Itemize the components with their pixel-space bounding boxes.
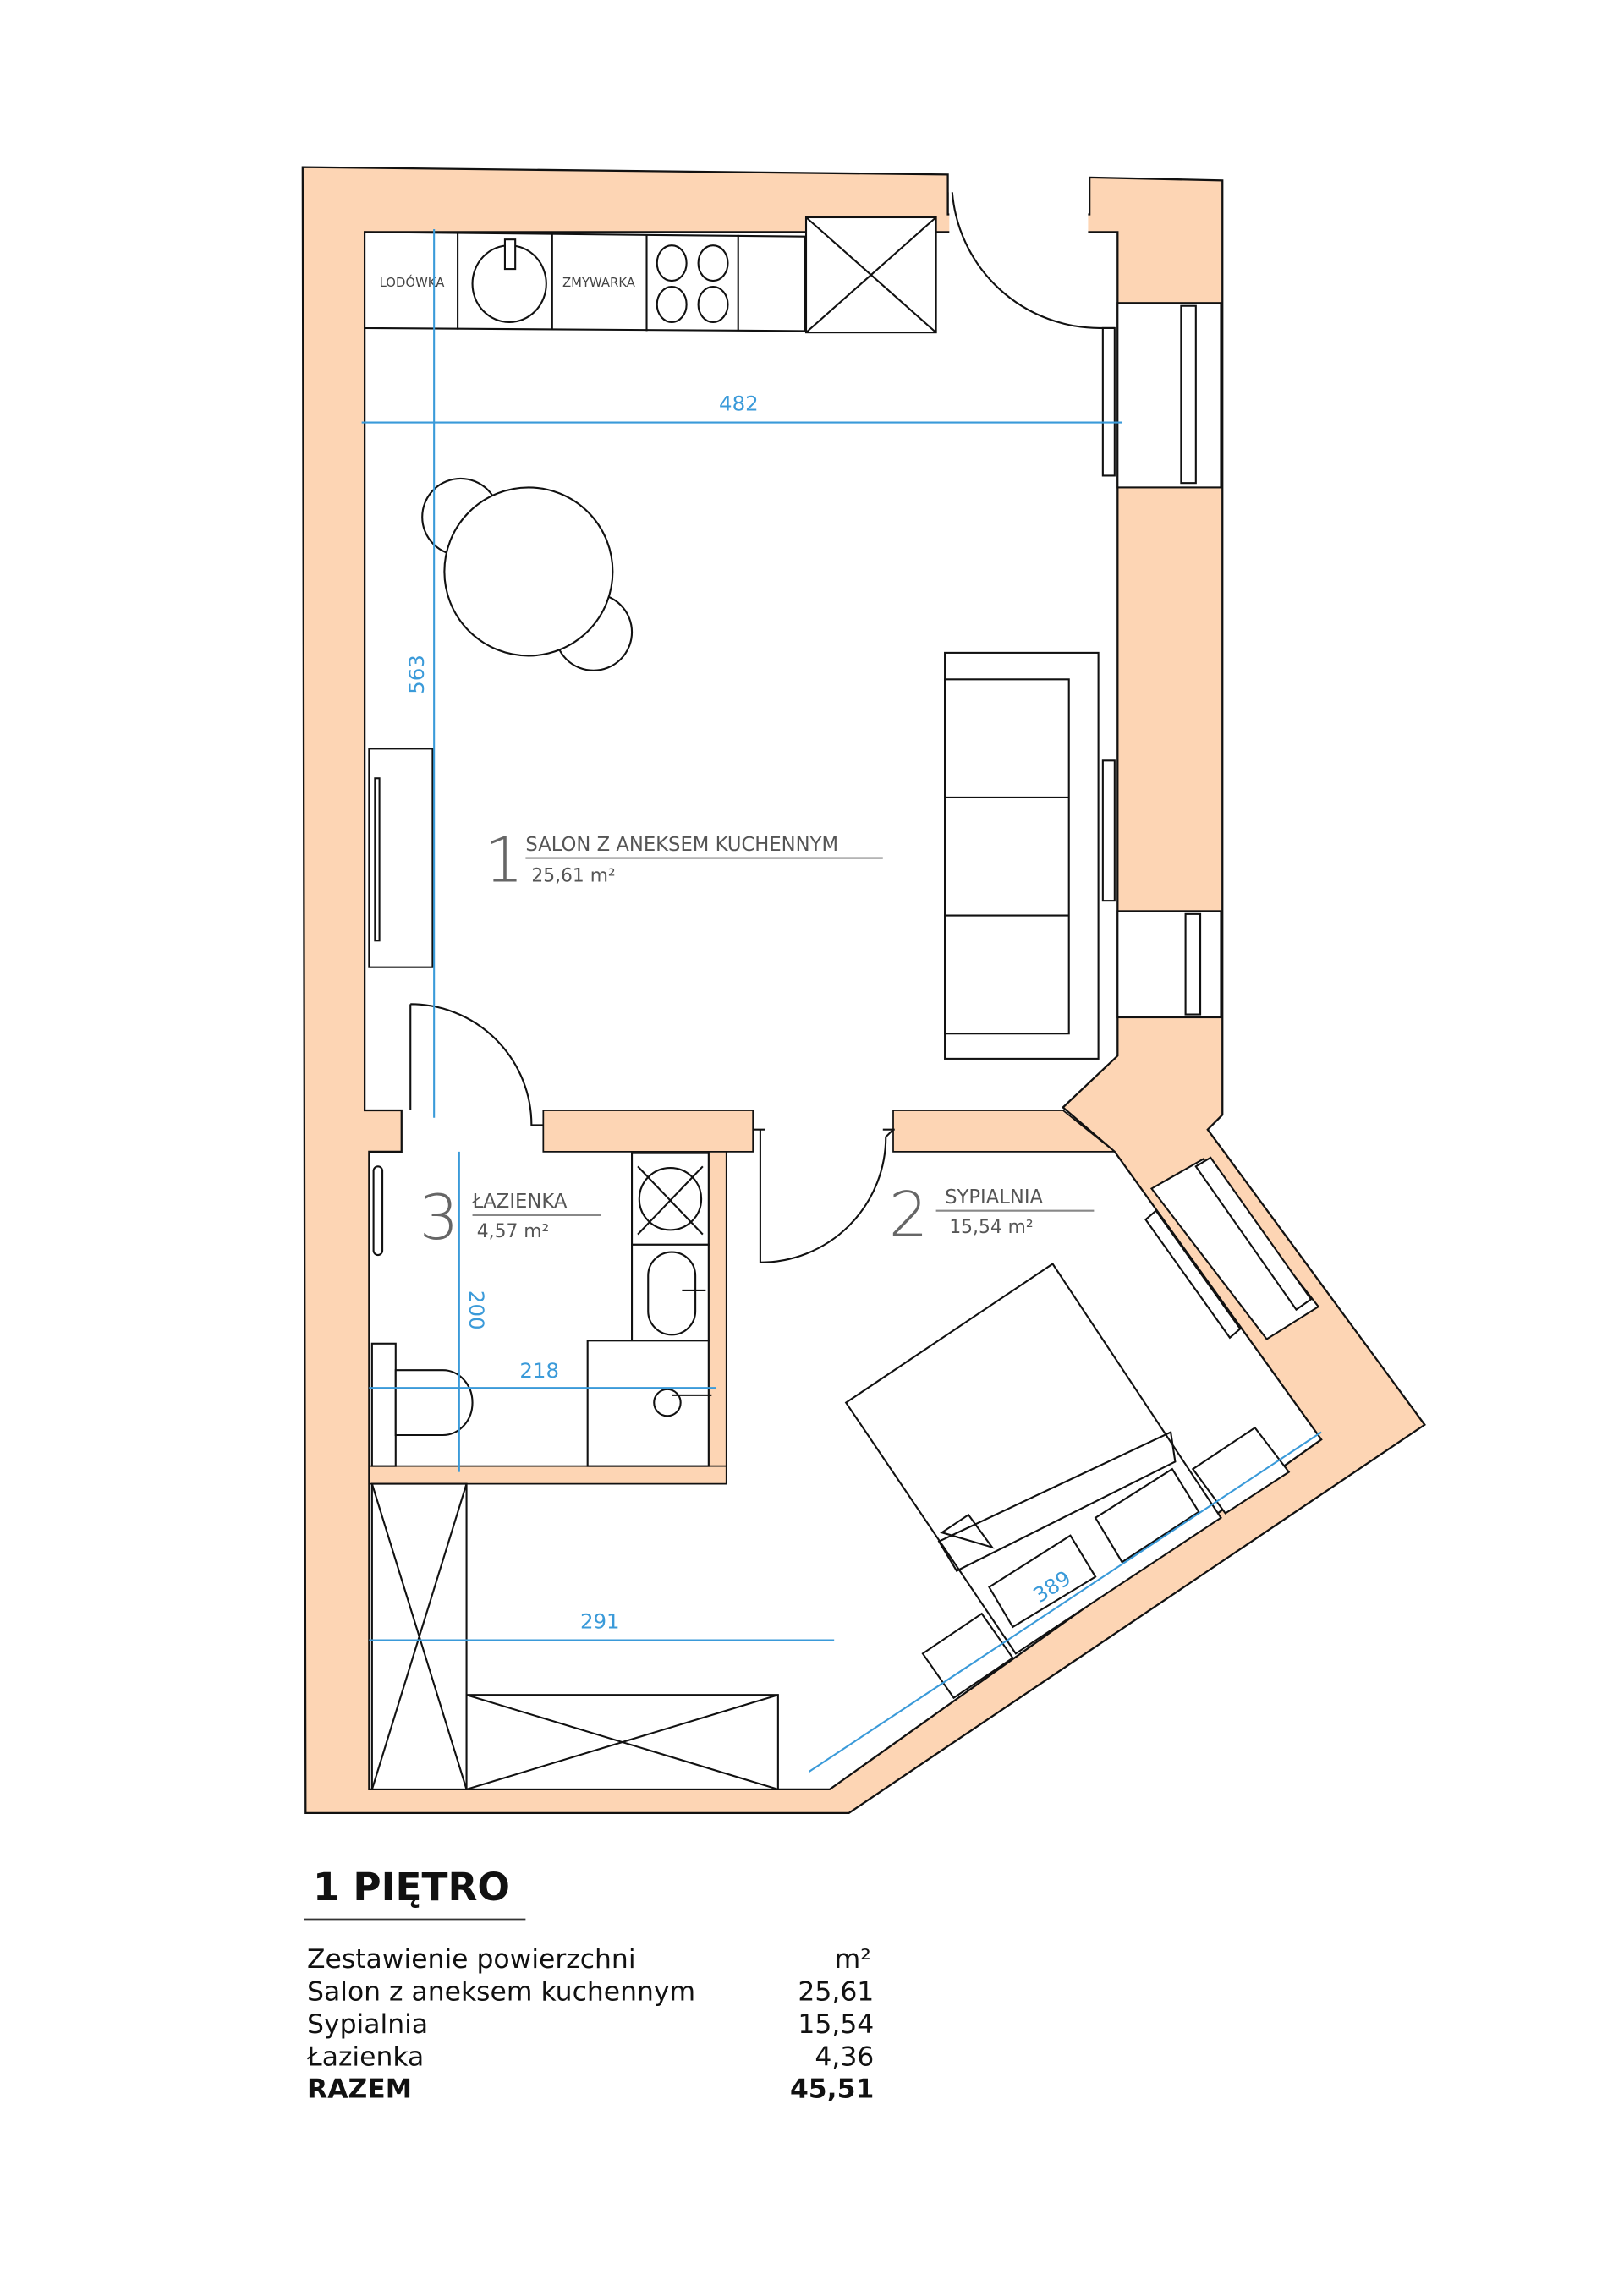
room-label-bedroom: 2 SYPIALNIA 15,54 m² — [889, 1179, 1095, 1251]
radiator — [1144, 1209, 1242, 1340]
svg-text:45,51: 45,51 — [790, 2074, 874, 2105]
svg-text:563: 563 — [404, 655, 429, 694]
svg-text:SYPIALNIA: SYPIALNIA — [945, 1186, 1043, 1208]
svg-text:15,54 m²: 15,54 m² — [949, 1217, 1033, 1238]
room-label-bathroom: 3 ŁAZIENKA 4,57 m² — [420, 1182, 601, 1254]
window — [1116, 910, 1222, 1019]
svg-text:25,61: 25,61 — [798, 1977, 874, 2008]
window — [1149, 1156, 1320, 1340]
svg-text:218: 218 — [519, 1358, 559, 1383]
entrance-opening — [949, 192, 1089, 234]
svg-text:200: 200 — [464, 1290, 489, 1330]
svg-text:SALON Z ANEKSEM KUCHENNYM: SALON Z ANEKSEM KUCHENNYM — [525, 834, 838, 856]
dishwasher-label: ZMYWARKA — [562, 276, 636, 290]
wall-bath-right — [707, 1150, 727, 1485]
svg-text:ŁAZIENKA: ŁAZIENKA — [472, 1191, 568, 1213]
washing-machine — [631, 1243, 710, 1342]
svg-text:25,61 m²: 25,61 m² — [531, 865, 615, 886]
bathroom-door — [409, 1003, 544, 1126]
cooktop-icon — [656, 244, 729, 323]
kitchen-counter: LODÓWKA ZMYWARKA — [364, 216, 937, 334]
svg-text:3: 3 — [420, 1182, 459, 1254]
toilet — [370, 1342, 474, 1467]
dimension-living-width: 482 — [361, 392, 1122, 424]
svg-text:m²: m² — [835, 1944, 871, 1975]
svg-text:4,57 m²: 4,57 m² — [477, 1221, 549, 1242]
dimension-bath-width: 218 — [369, 1358, 716, 1389]
wall-living-bedroom — [892, 1110, 1117, 1153]
svg-text:482: 482 — [719, 392, 759, 416]
floor-title: 1 PIĘTRO — [313, 1865, 510, 1910]
svg-text:Sypialnia: Sypialnia — [307, 2009, 428, 2040]
dining-table — [421, 477, 634, 671]
svg-text:15,54: 15,54 — [798, 2009, 874, 2040]
radiator — [372, 1165, 384, 1257]
svg-text:2: 2 — [889, 1179, 929, 1251]
bed — [844, 1263, 1222, 1655]
svg-text:4,36: 4,36 — [815, 2041, 874, 2072]
dimension-living-length: 563 — [404, 228, 436, 1118]
wardrobe — [370, 1482, 468, 1790]
svg-text:Zestawienie powierzchni: Zestawienie powierzchni — [307, 1944, 636, 1975]
fridge-label: LODÓWKA — [380, 275, 446, 290]
svg-text:291: 291 — [580, 1609, 620, 1634]
svg-text:Salon z aneksem kuchennym: Salon z aneksem kuchennym — [307, 1977, 695, 2008]
dimension-bedroom-width: 291 — [369, 1609, 835, 1641]
dimension-bath-length: 200 — [458, 1151, 489, 1472]
shower — [631, 1152, 710, 1246]
svg-text:RAZEM: RAZEM — [307, 2074, 412, 2105]
radiator — [1101, 759, 1116, 902]
svg-text:1: 1 — [485, 825, 524, 896]
radiator — [1101, 326, 1116, 477]
svg-text:Łazienka: Łazienka — [306, 2041, 424, 2072]
bedroom-door — [759, 1128, 894, 1263]
nightstand — [1191, 1426, 1291, 1515]
entry-door — [946, 192, 1115, 329]
wall-bath-bottom — [368, 1465, 727, 1485]
wall-living-bath — [542, 1110, 754, 1153]
sofa — [944, 651, 1100, 1060]
sink — [586, 1340, 712, 1467]
room-label-living: 1 SALON Z ANEKSEM KUCHENNYM 25,61 m² — [485, 825, 883, 896]
window — [1116, 302, 1222, 489]
wardrobe — [465, 1694, 779, 1790]
area-summary: 1 PIĘTRO Zestawienie powierzchni m² Salo… — [304, 1865, 874, 2105]
